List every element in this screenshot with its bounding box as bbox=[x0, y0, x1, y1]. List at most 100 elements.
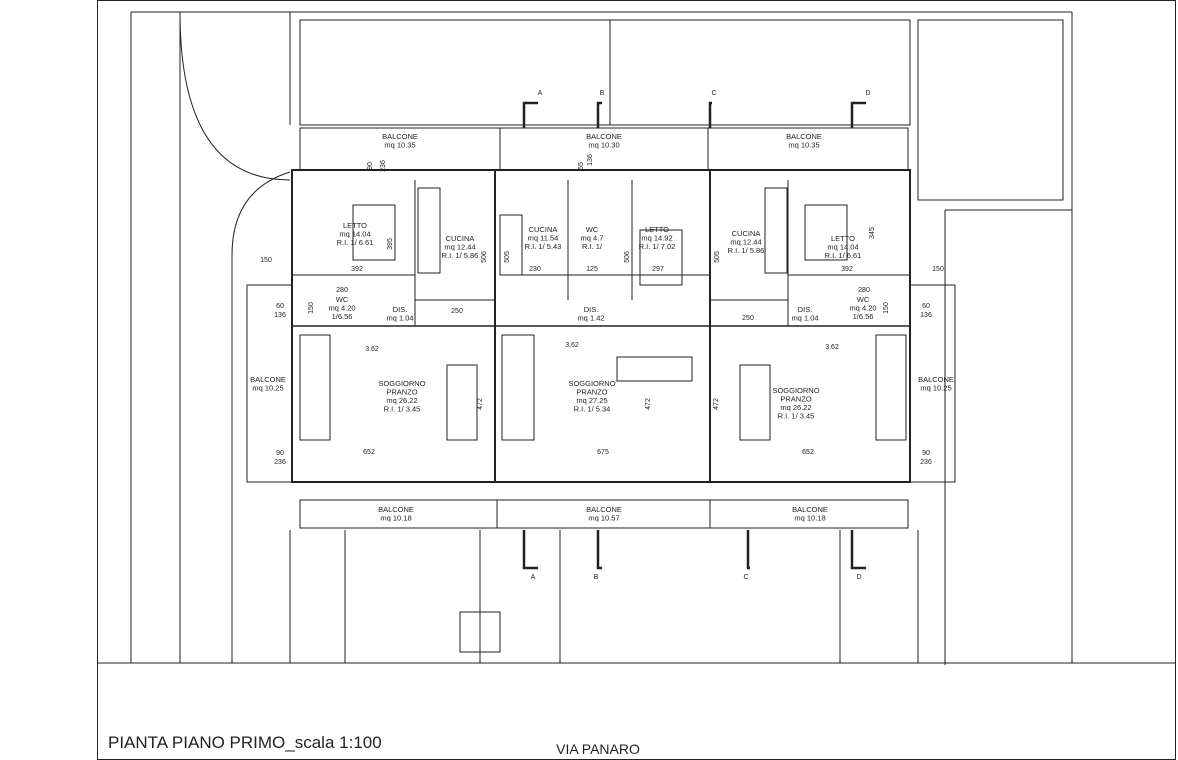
dimension-label: 136 bbox=[920, 312, 932, 319]
balcone-side-left-box bbox=[246, 284, 293, 483]
room-label-line: mq 10.25 bbox=[920, 384, 951, 393]
dimension-label: 55 bbox=[578, 162, 585, 170]
room-label-line: SOGGIORNO bbox=[772, 386, 819, 395]
dimension-label: 3.62 bbox=[825, 344, 839, 351]
dimension-label: 60 bbox=[922, 303, 930, 310]
room-label-line: mq 26.22 bbox=[780, 403, 811, 412]
room-label-line: mq 10.30 bbox=[588, 141, 619, 150]
room-label-line: mq 4.20 bbox=[849, 304, 876, 313]
room-label-line: R.I. 1/ 5.86 bbox=[728, 246, 765, 255]
dimension-label: 90 bbox=[367, 162, 374, 170]
room-label-line: SOGGIORNO bbox=[568, 379, 615, 388]
dimension-label: 472 bbox=[713, 398, 720, 410]
room-label-line: mq 10.18 bbox=[380, 514, 411, 523]
dimension-label: 60 bbox=[276, 303, 284, 310]
room-label-line: LETTO bbox=[343, 221, 367, 230]
room-label-line: mq 26.22 bbox=[386, 396, 417, 405]
section-mark-c: C bbox=[743, 574, 748, 581]
dimension-label: 236 bbox=[380, 160, 387, 172]
room-label-line: DIS. bbox=[393, 305, 408, 314]
dimension-label: 345 bbox=[869, 227, 876, 239]
room-label-line: mq 10.18 bbox=[794, 514, 825, 523]
dimension-label: 250 bbox=[742, 315, 754, 322]
street-label: VIA PANARO bbox=[556, 741, 640, 757]
dimension-label: 236 bbox=[274, 459, 286, 466]
section-mark-a: A bbox=[538, 90, 543, 97]
room-label-line: CUCINA bbox=[732, 229, 761, 238]
dimension-label: 472 bbox=[645, 398, 652, 410]
room-label-line: PRANZO bbox=[386, 388, 417, 397]
room-label-line: mq 14.92 bbox=[641, 234, 672, 243]
room-label-line: R.I. 1/ 3.45 bbox=[778, 412, 815, 421]
room-label-dis-left: DIS.mq 1.04 bbox=[386, 305, 413, 323]
room-label-line: mq 1.42 bbox=[577, 314, 604, 323]
room-label-line: R.I. 1/ 5.34 bbox=[574, 405, 611, 414]
room-label-line: mq 12.44 bbox=[730, 238, 761, 247]
room-label-line: mq 12.44 bbox=[444, 243, 475, 252]
dimension-label: 505 bbox=[714, 251, 721, 263]
room-label-line: mq 27.25 bbox=[576, 396, 607, 405]
room-label-line: R.I. 1/ 7.02 bbox=[639, 242, 676, 251]
balcone-bottom-right-box bbox=[709, 499, 909, 529]
room-label-line: mq 10.35 bbox=[788, 141, 819, 150]
drawing-title: PIANTA PIANO PRIMO_scala 1:100 bbox=[108, 733, 382, 752]
room-label-line: PRANZO bbox=[780, 395, 811, 404]
room-label-line: LETTO bbox=[831, 234, 855, 243]
section-mark-b: B bbox=[600, 90, 605, 97]
dimension-label: 136 bbox=[274, 312, 286, 319]
room-label-line: R.I. 1/ 5.43 bbox=[525, 242, 562, 251]
room-label-line: R.I. 1/ 6.61 bbox=[825, 251, 862, 260]
room-label-line: DIS. bbox=[584, 305, 599, 314]
balcone-side-right-box bbox=[909, 284, 956, 483]
dimension-label: 395 bbox=[387, 238, 394, 250]
room-label-line: PRANZO bbox=[576, 388, 607, 397]
dimension-label: 506 bbox=[481, 251, 488, 263]
dimension-label: 675 bbox=[597, 449, 609, 456]
dimension-label: 652 bbox=[802, 449, 814, 456]
room-label-line: WC bbox=[336, 295, 349, 304]
room-label-line: mq 4.20 bbox=[328, 304, 355, 313]
room-label-line: mq 4.7 bbox=[581, 234, 604, 243]
room-label-line: BALCONE bbox=[586, 132, 622, 141]
dimension-label: 280 bbox=[858, 287, 870, 294]
dimension-label: 392 bbox=[841, 266, 853, 273]
room-label-line: mq 10.57 bbox=[588, 514, 619, 523]
dimension-label: 150 bbox=[883, 302, 890, 314]
dimension-label: 3.62 bbox=[365, 346, 379, 353]
dimension-label: 136 bbox=[587, 154, 594, 166]
dimension-label: 3.62 bbox=[565, 342, 579, 349]
room-label-line: BALCONE bbox=[792, 505, 828, 514]
room-label-line: BALCONE bbox=[918, 375, 954, 384]
dimension-label: 505 bbox=[504, 251, 511, 263]
dimension-label: 280 bbox=[336, 287, 348, 294]
room-label-line: mq 14.04 bbox=[339, 230, 370, 239]
section-mark-d: D bbox=[856, 574, 861, 581]
dimension-label: 150 bbox=[932, 266, 944, 273]
room-label-line: CUCINA bbox=[446, 234, 475, 243]
dimension-label: 230 bbox=[529, 266, 541, 273]
dimension-label: 150 bbox=[260, 257, 272, 264]
room-label-line: mq 1.04 bbox=[791, 314, 818, 323]
dimension-label: 90 bbox=[922, 450, 930, 457]
room-label-line: 1/6.56 bbox=[332, 312, 353, 321]
section-mark-d: D bbox=[865, 90, 870, 97]
room-label-line: mq 10.35 bbox=[384, 141, 415, 150]
room-label-line: SOGGIORNO bbox=[378, 379, 425, 388]
room-label-dis-center: DIS.mq 1.42 bbox=[577, 305, 604, 323]
